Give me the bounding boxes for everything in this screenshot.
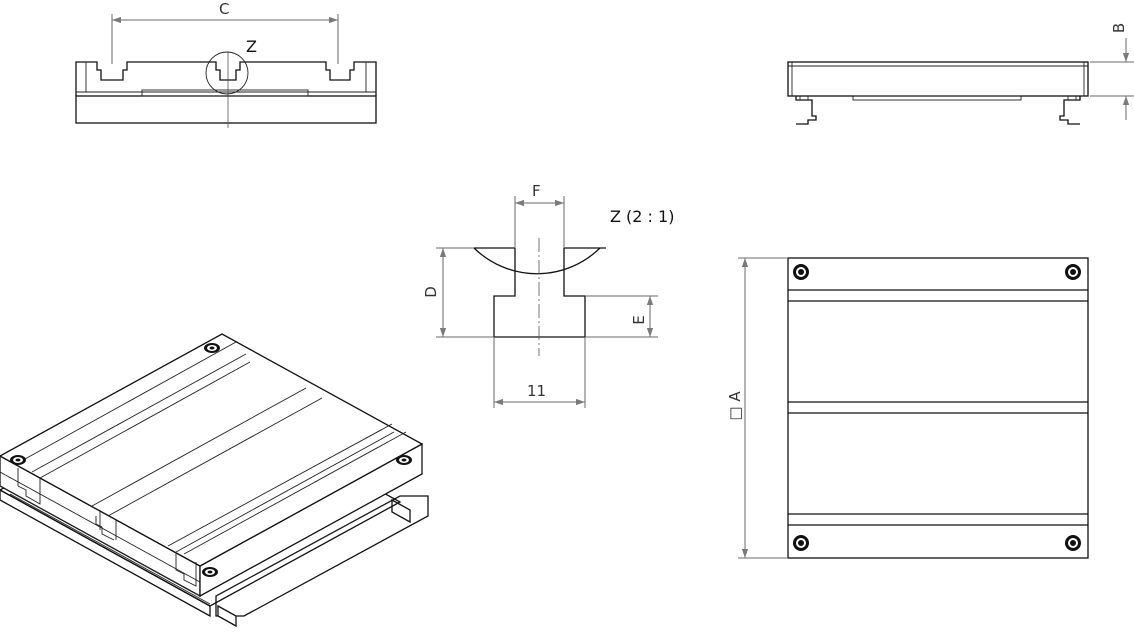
dim-slot-width-label: 11 [527, 382, 546, 400]
detail-z-marker: Z [246, 37, 257, 56]
bolt-icon [396, 455, 412, 465]
top-view: □ A [726, 257, 1089, 559]
detail-z-circle [205, 51, 249, 95]
bolt-icon [10, 455, 26, 465]
isometric-view [0, 333, 429, 628]
t-slot-profile [493, 248, 586, 338]
dim-d-label: D [422, 286, 440, 298]
bolt-icon [202, 567, 218, 577]
side-view: B [787, 23, 1134, 125]
detail-arc [473, 247, 601, 275]
bolt-icon [793, 535, 809, 551]
bolt-icon [793, 264, 809, 280]
bolt-icon [1065, 264, 1081, 280]
detail-z-view: Z (2 : 1) F D E 11 [422, 182, 674, 408]
bolt-icon [1065, 535, 1081, 551]
dim-a-label: □ A [726, 391, 744, 421]
front-view-base [75, 95, 377, 124]
front-view-top-plate [75, 61, 377, 96]
bolt-icon [204, 343, 220, 353]
detail-z-title: Z (2 : 1) [610, 207, 674, 226]
dim-e-label: E [630, 315, 648, 324]
side-view-plate [787, 61, 1089, 97]
dim-b-label: B [1110, 23, 1128, 33]
top-view-outline [787, 257, 1089, 559]
front-view: Z C [75, 0, 377, 128]
dim-c-label: C [219, 0, 229, 18]
dim-f-label: F [532, 182, 541, 200]
